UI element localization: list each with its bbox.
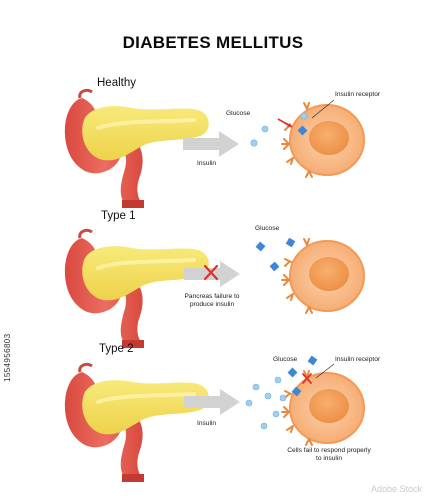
glucose-molecule [255,241,266,252]
glucose-label: Glucose [226,110,251,117]
glucose-molecule [297,125,308,136]
receptor-leader-line [311,99,335,119]
type2-pancreas [62,362,211,484]
receptor-leader-line [315,363,335,379]
cells-fail-caption: Cells fail to respond properly to insuli… [287,447,371,462]
pancreas-failure-caption: Pancreas failure to produce insulin [184,293,240,308]
healthy-cell [281,102,365,178]
glucose-molecule [307,355,318,366]
insulin-molecule [300,112,308,120]
diagram-title: DIABETES MELLITUS [122,33,304,52]
insulin-molecule [250,139,258,147]
insulin-molecule [272,410,280,418]
section-label-type2: Type 2 [99,343,134,355]
block-x-icon [203,264,219,281]
watermark: Adobe Stock [370,484,422,494]
type1-cell [281,238,365,314]
glucose-molecule [285,237,296,248]
insulin-molecule [279,394,287,402]
glucose-label: Glucose [255,225,280,232]
insulin-receptor-label: Insulin receptor [335,91,381,98]
insulin-label: Insulin [197,160,217,167]
glucose-label: Glucose [273,356,298,363]
insulin-molecule [264,392,272,400]
insulin-molecule [274,376,282,384]
insulin-molecule [245,399,253,407]
block-x-icon [302,373,312,384]
insulin-label: Insulin [197,420,217,427]
glucose-molecule [269,261,280,272]
type2-cell [281,370,365,446]
insulin-molecule [252,383,260,391]
section-label-type1: Type 1 [101,210,136,222]
insulin-receptor-label: Insulin receptor [335,356,381,363]
insulin-molecule [261,125,269,133]
section-label-healthy: Healthy [97,77,136,89]
glucose-molecule [291,386,302,397]
glucose-molecule [287,367,298,378]
glucose-pointer-head [287,123,292,127]
type1-pancreas [62,228,211,350]
insulin-molecule [260,422,268,430]
stock-id: 1554956803 [3,333,12,383]
